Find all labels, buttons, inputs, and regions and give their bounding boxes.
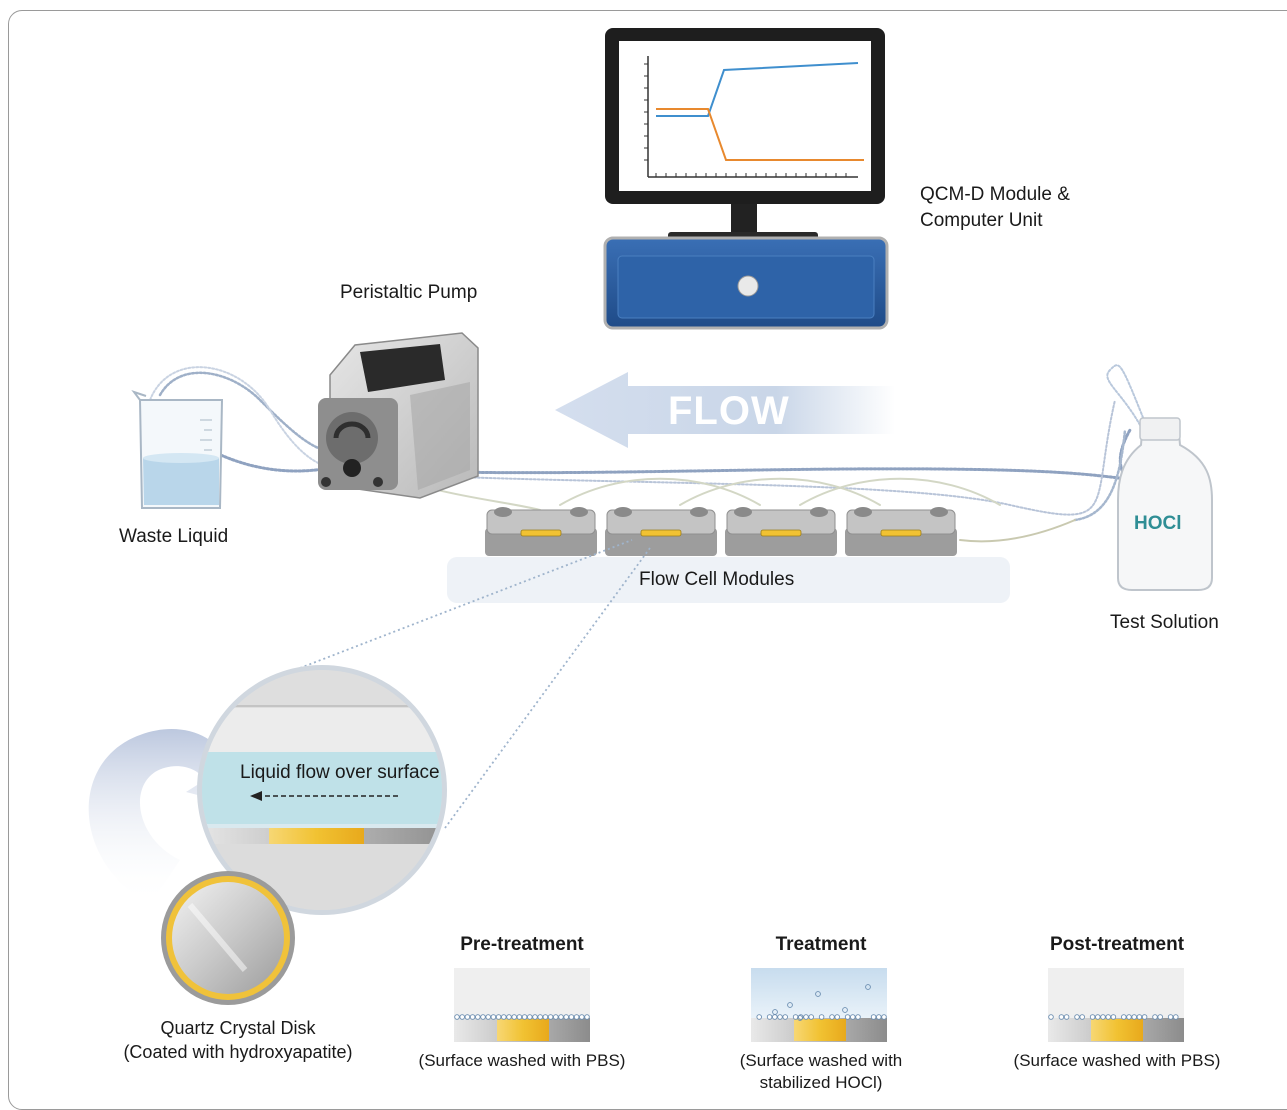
pump-label: Peristaltic Pump [340, 282, 478, 303]
stage-caption-post: (Surface washed with PBS) [1013, 1051, 1221, 1070]
flow-cell-module [605, 507, 717, 556]
stage-title-pre: Pre-treatment [460, 934, 584, 955]
flow-cell-module [725, 507, 837, 556]
flow-cell-module [845, 507, 957, 556]
computer-monitor [605, 28, 885, 242]
flow-cell-module [485, 507, 597, 556]
disk-label-line1: Quartz Crystal Disk [160, 1018, 316, 1038]
flow-arrow [555, 372, 895, 448]
frequency-trace [656, 62, 859, 117]
stage-caption-treatment-line1: (Surface washed with [739, 1051, 903, 1070]
stage-title-post: Post-treatment [1049, 934, 1185, 955]
test-solution-bottle [1117, 417, 1213, 591]
stage-panel [751, 968, 887, 1042]
flow-cell-modules [485, 507, 957, 556]
stage-panel [454, 968, 590, 1042]
stage-panel [1048, 968, 1184, 1042]
test-solution-label: Test Solution [1110, 612, 1219, 633]
disk-label-line2: (Coated with hydroxyapatite) [123, 1042, 353, 1063]
waste-beaker [131, 390, 224, 509]
dissipation-trace [656, 108, 864, 161]
liquid-flow-label: Liquid flow over surface [240, 762, 440, 783]
quartz-crystal-disk [161, 871, 295, 1005]
disk-label: Quartz Crystal Disk (Coated with hydroxy… [118, 1016, 358, 1065]
qcm-label: QCM-D Module & Computer Unit [920, 182, 1070, 233]
stage-caption-treatment-line2: stabilized HOCl) [759, 1073, 883, 1093]
qcm-label-line1: QCM-D Module & [920, 184, 1070, 205]
qcm-d-module [603, 236, 889, 330]
treatment-stages [454, 968, 1184, 1042]
peristaltic-pump [318, 332, 479, 499]
tubing [149, 364, 1149, 543]
flow-cell-tray [447, 557, 1010, 603]
stage-caption-treatment: (Surface washed with stabilized HOCl) [711, 1050, 931, 1094]
flow-word: FLOW [668, 389, 790, 433]
zoom-lines [299, 539, 651, 829]
stage-caption-pre: (Surface washed with PBS) [418, 1051, 626, 1070]
flow-cell-label: Flow Cell Modules [639, 569, 795, 590]
stage-title-treatment: Treatment [775, 934, 867, 955]
bottle-label: HOCl [1134, 513, 1182, 534]
waste-label: Waste Liquid [119, 526, 229, 547]
qcm-label-line2: Computer Unit [920, 209, 1043, 231]
monitor-graph [644, 56, 864, 178]
